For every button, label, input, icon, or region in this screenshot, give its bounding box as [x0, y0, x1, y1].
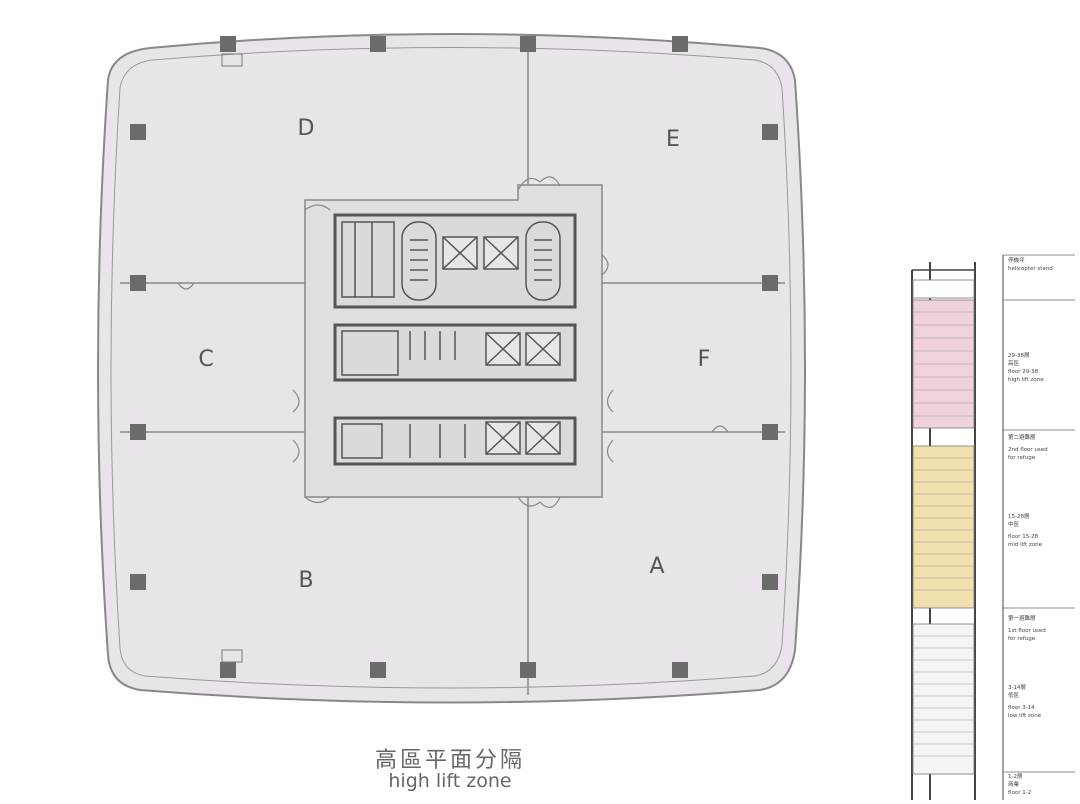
washroom-stalls [341, 221, 466, 459]
floor-plate-inner [110, 47, 792, 689]
legend-heli-0: 停機坪 [1008, 256, 1025, 264]
legend-low-2: floor 3-14 [1008, 705, 1035, 711]
building-section: 停機坪 helicopter stand 29-38層 高區 floor 29-… [911, 254, 1075, 800]
zone-label-a: A [649, 554, 664, 579]
legend-refuge2-0: 第二避難層 [1008, 433, 1036, 441]
legend-low-1: 低區 [1008, 691, 1020, 699]
zone-label-f: F [698, 347, 711, 372]
section-low-zone [912, 623, 975, 775]
legend-mid-3: mid lift zone [1008, 542, 1043, 548]
legend-refuge1-2: for refuge [1008, 636, 1036, 642]
section-mid-zone [912, 445, 975, 609]
zone-label-b: B [298, 568, 313, 593]
stair-cores [401, 221, 561, 301]
legend-high-0: 29-38層 [1008, 352, 1029, 359]
lift-shafts [442, 236, 561, 455]
corner-room-top [221, 53, 243, 67]
legend-refuge2-2: for refuge [1008, 455, 1036, 461]
legend-high-1: 高區 [1008, 359, 1020, 367]
legend-low-0: 3-14層 [1008, 684, 1026, 691]
door-swings [177, 176, 729, 508]
legend-refuge2-1: 2nd floor used [1008, 447, 1048, 453]
legend-mid-2: floor 15-28 [1008, 534, 1039, 540]
legend-refuge1-0: 第一避難層 [1008, 614, 1036, 622]
zone-label-e: E [666, 127, 680, 152]
legend-ground-2: floor 1-2 [1008, 790, 1031, 796]
legend-heli-1: helicopter stand [1008, 266, 1053, 272]
caption-english: high lift zone [388, 770, 512, 792]
zone-label-d: D [298, 116, 315, 141]
legend-high-3: high lift zone [1008, 377, 1044, 383]
zone-label-c: C [198, 347, 213, 372]
caption-chinese: 高區平面分隔 [374, 748, 525, 773]
legend-mid-1: 中區 [1008, 520, 1020, 528]
legend-refuge1-1: 1st floor used [1008, 628, 1046, 634]
corner-room-bottom [221, 649, 243, 663]
partition-lines [120, 45, 785, 695]
legend-mid-0: 15-28層 [1008, 513, 1029, 520]
legend-low-3: low lift zone [1008, 713, 1042, 719]
legend-ground-0: 1-2層 [1008, 773, 1022, 780]
legend-ground-1: 商業 [1008, 780, 1020, 788]
legend-high-2: floor 29-38 [1008, 369, 1039, 375]
structural-columns [130, 36, 778, 678]
